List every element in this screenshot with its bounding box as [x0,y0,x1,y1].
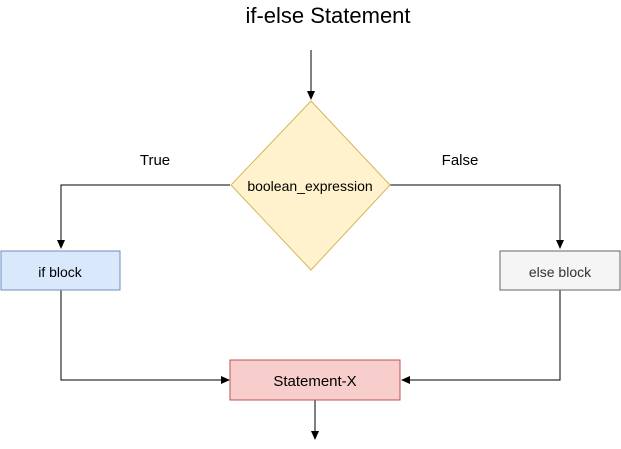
else-block-node: else block [499,250,621,291]
false-branch-label: False [442,152,479,169]
true-branch-label: True [140,152,170,169]
else-to-statement-arrow [401,290,561,384]
else-block-label: else block [529,264,592,280]
decision-node: boolean_expression [230,100,391,271]
if-to-statement-arrow [60,290,230,384]
false-branch-arrow [390,184,564,249]
true-branch-arrow [57,184,230,249]
if-block-box [0,250,121,291]
decision-label: boolean_expression [247,178,372,194]
decision-diamond [230,100,391,271]
statement-box [229,359,401,401]
if-block-node: if block [0,250,121,291]
else-block-box [499,250,621,291]
if-block-label: if block [38,264,83,280]
statement-label: Statement-X [273,373,356,390]
statement-node: Statement-X [229,359,401,401]
diagram-title: if-else Statement [245,3,410,28]
